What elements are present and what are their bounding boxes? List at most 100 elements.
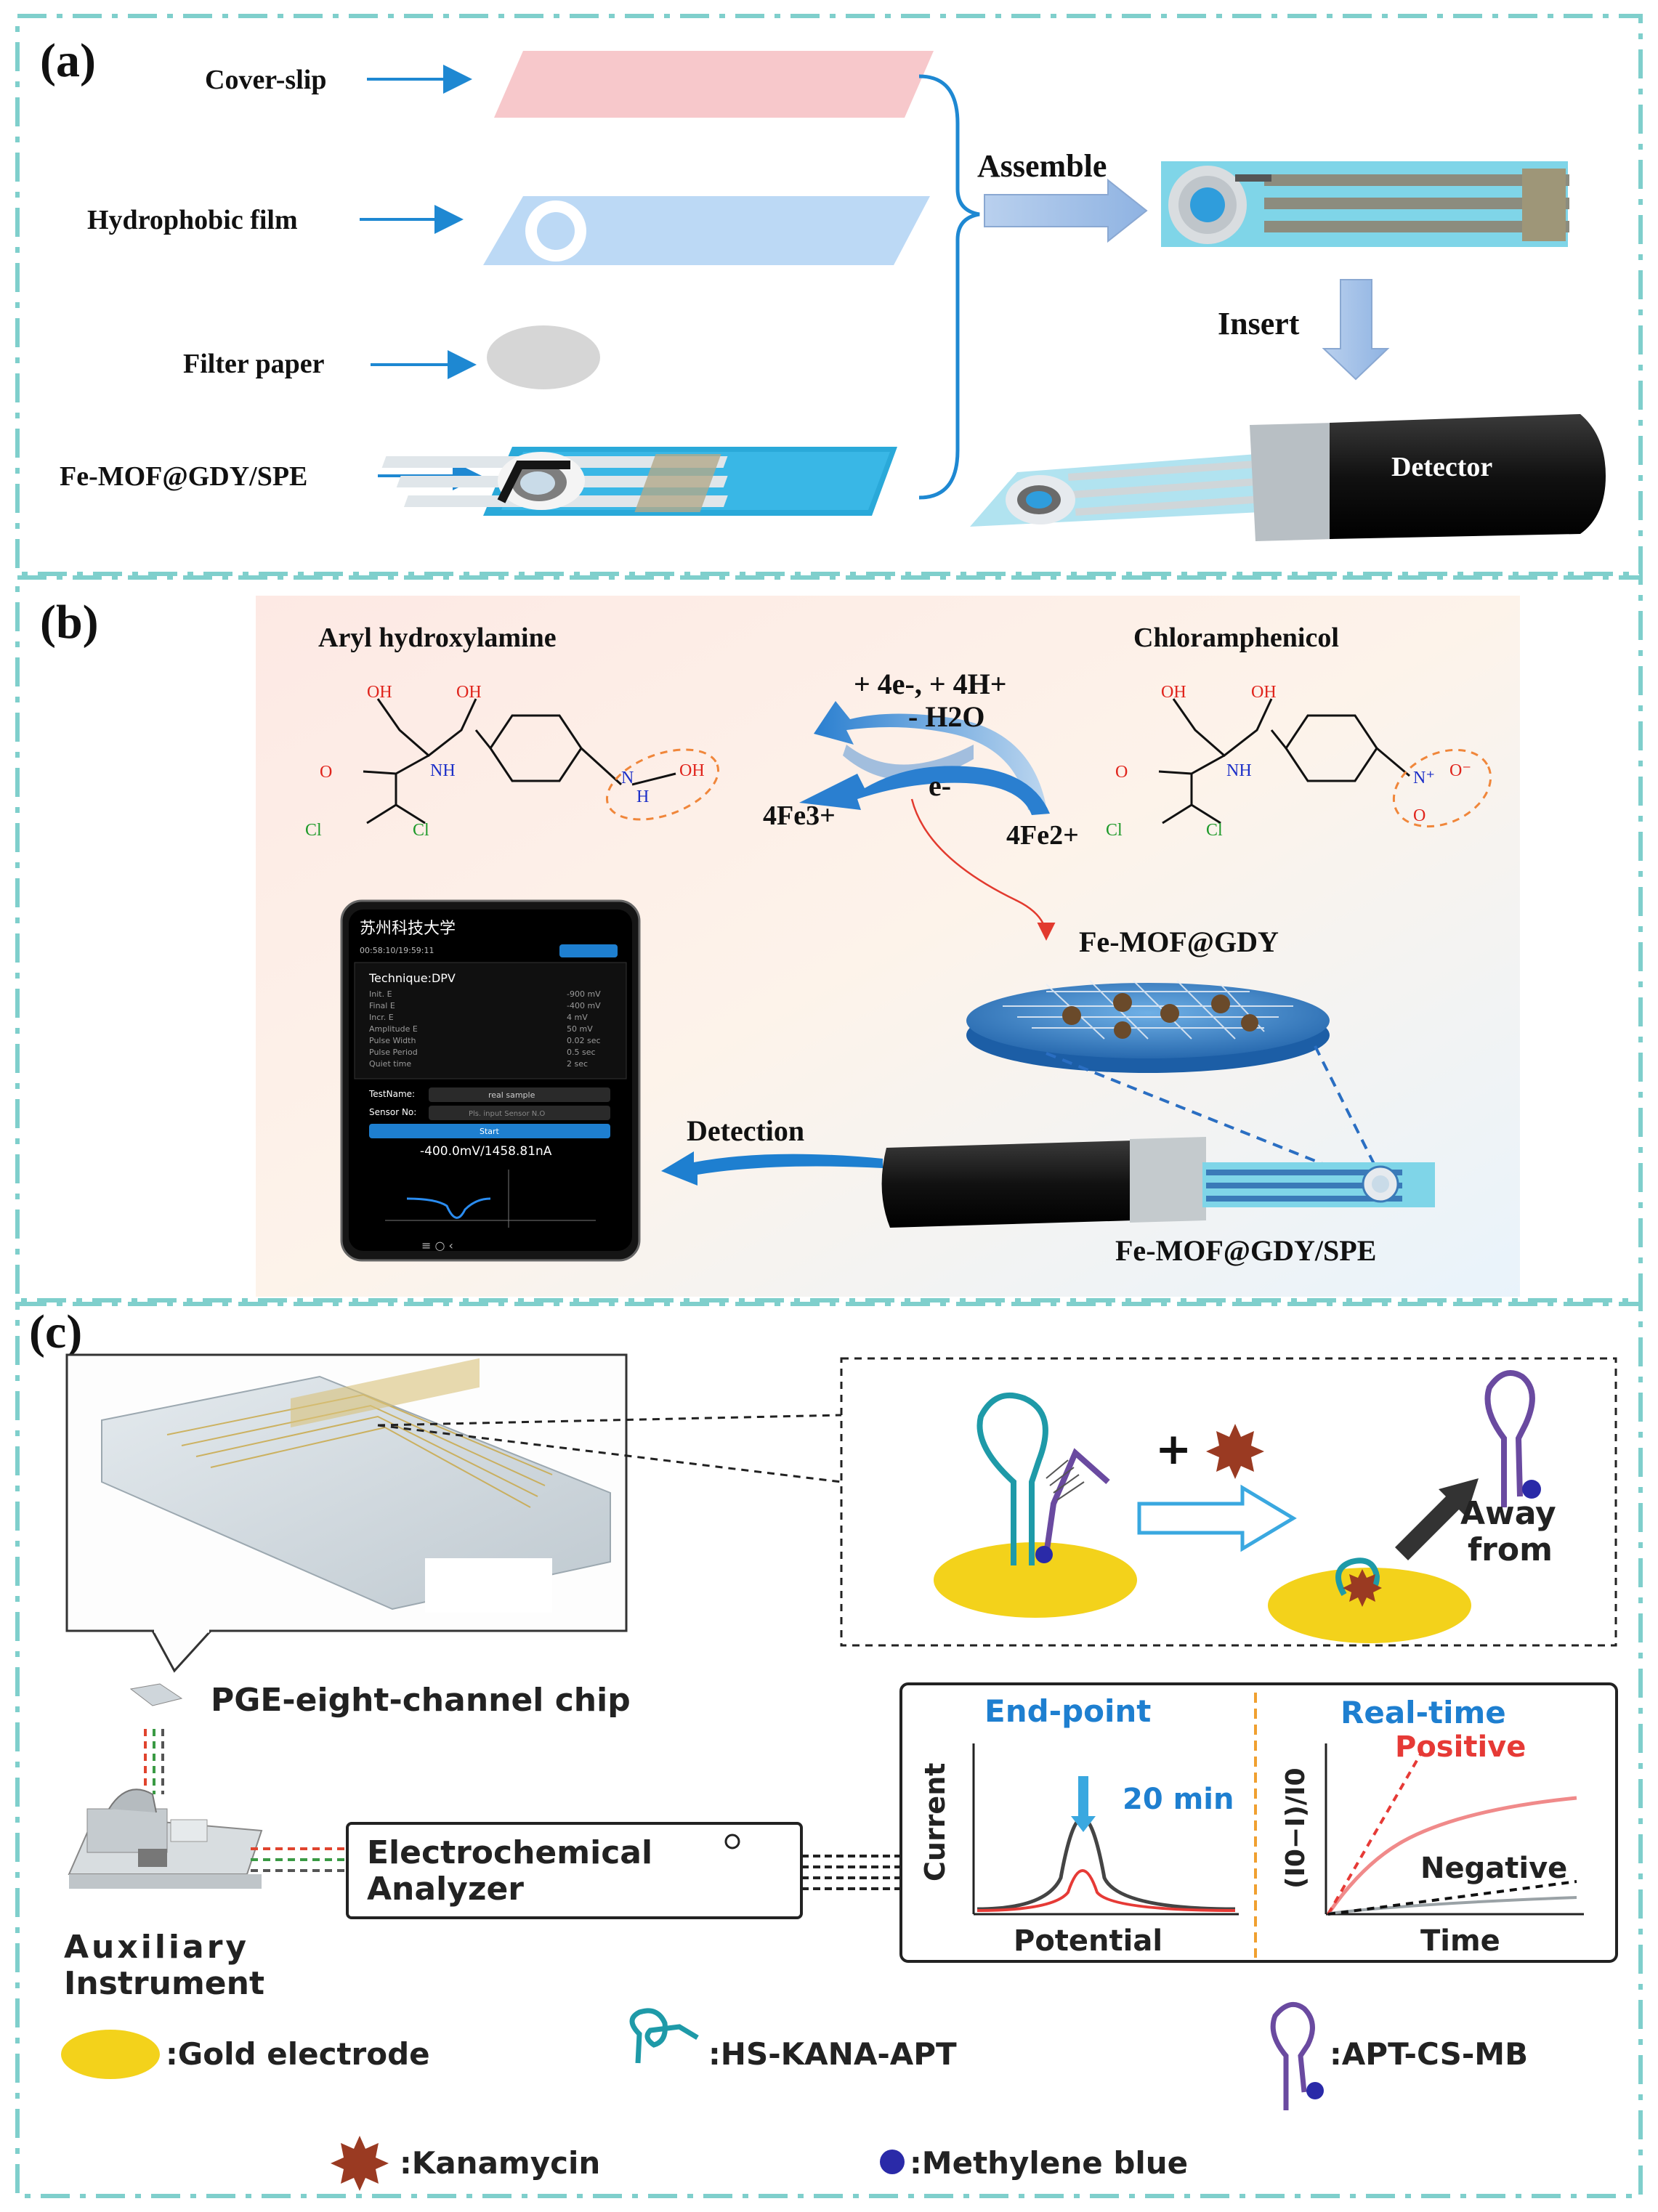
phone-testname-field[interactable] bbox=[429, 1087, 610, 1102]
detector-label: Detector bbox=[1391, 452, 1492, 482]
svg-text:Amplitude E: Amplitude E bbox=[369, 1024, 418, 1034]
label-fe-mof-spe: Fe-MOF@GDY/SPE bbox=[60, 461, 307, 492]
svg-text:4 mV: 4 mV bbox=[567, 1013, 588, 1022]
reaction-line-2: - H2O bbox=[908, 700, 985, 733]
svg-text:N: N bbox=[621, 769, 634, 787]
chip-photo bbox=[101, 1375, 611, 1611]
svg-text:Pulse Width: Pulse Width bbox=[369, 1036, 416, 1045]
svg-text:OH: OH bbox=[1161, 683, 1186, 702]
frame-panel-c bbox=[15, 1302, 1643, 2198]
min20-label: 20 min bbox=[1123, 1783, 1234, 1816]
svg-text:Cl: Cl bbox=[1106, 821, 1123, 840]
spe-with-device bbox=[881, 1137, 1435, 1228]
svg-text:-400 mV: -400 mV bbox=[567, 1001, 601, 1010]
phone-reading: -400.0mV/1458.81nA bbox=[420, 1144, 552, 1159]
phone-testname-label: TestName: bbox=[368, 1089, 415, 1099]
aptamer-released bbox=[1484, 1370, 1535, 1507]
aryl-hydroxylamine-structure: OH OH NH O Cl Cl N H OH bbox=[305, 683, 720, 840]
reaction-arrows bbox=[799, 701, 1056, 941]
aux-label-1: Auxiliary bbox=[64, 1929, 249, 1966]
svg-text:OH: OH bbox=[456, 683, 482, 702]
panel-frames bbox=[15, 14, 1643, 2198]
label-cover-slip: Cover-slip bbox=[205, 65, 326, 95]
phone-technique: Technique:DPV bbox=[368, 971, 456, 985]
mechanism-box: + Away from bbox=[840, 1357, 1617, 1647]
chip-wires bbox=[144, 1729, 164, 1794]
fe-mof-gdy-label: Fe-MOF@GDY bbox=[1079, 925, 1279, 958]
phone-school: 苏州科技大学 bbox=[360, 920, 456, 938]
release-arrow bbox=[1395, 1478, 1479, 1560]
electron-label: e- bbox=[929, 769, 951, 802]
svg-text:NH: NH bbox=[1226, 761, 1252, 780]
phone-start-label: Start bbox=[480, 1127, 500, 1136]
zoom-connectors-c bbox=[377, 1414, 842, 1483]
phone-nav-keys: ≡ ○ ‹ bbox=[421, 1239, 453, 1252]
apt-cs-mb-legend-icon bbox=[1270, 2001, 1315, 2110]
analyzer-to-chart-wires bbox=[801, 1855, 901, 1890]
svg-text:Quiet time: Quiet time bbox=[369, 1059, 411, 1069]
hydrophobic-film-shape bbox=[483, 196, 930, 265]
svg-text:Cl: Cl bbox=[413, 821, 429, 840]
panel-a-label: (a) bbox=[40, 34, 96, 87]
positive-tangent bbox=[1327, 1754, 1422, 1915]
insert-arrow bbox=[1322, 279, 1390, 381]
chloramphenicol-title: Chloramphenicol bbox=[1133, 623, 1339, 653]
svg-text:OH: OH bbox=[679, 761, 705, 780]
svg-text:Pulse Period: Pulse Period bbox=[369, 1048, 418, 1057]
aux-to-analyzer-wires bbox=[251, 1847, 347, 1872]
svg-text:-900 mV: -900 mV bbox=[567, 989, 601, 999]
frame-panel-b bbox=[15, 575, 1643, 1303]
svg-text:0.02 sec: 0.02 sec bbox=[567, 1036, 601, 1045]
phone-mini-chart bbox=[385, 1170, 596, 1228]
svg-text:O: O bbox=[1115, 763, 1128, 782]
fe2-label: 4Fe2+ bbox=[1006, 820, 1079, 851]
current-axis-label: Current bbox=[919, 1763, 951, 1881]
assemble-label: Assemble bbox=[977, 148, 1107, 184]
time-axis-label: Time bbox=[1420, 1924, 1500, 1958]
gold-electrode-left bbox=[934, 1542, 1137, 1618]
chip-mini bbox=[129, 1683, 183, 1706]
detection-arrow bbox=[661, 1151, 883, 1186]
panel-a: (a) Cover-slip Hydrophobic film Filter p… bbox=[40, 34, 1606, 541]
cover-slip-shape bbox=[494, 51, 934, 118]
positive-curve bbox=[1327, 1796, 1577, 1913]
curved-arrow-lower bbox=[799, 766, 1050, 815]
svg-text:O: O bbox=[1413, 806, 1426, 825]
kanamycin-star-mech bbox=[1206, 1424, 1264, 1479]
phone-testname-value: real sample bbox=[488, 1090, 535, 1100]
phone-sensor-field[interactable] bbox=[429, 1106, 610, 1120]
analyzer-label-1: Electrochemical bbox=[367, 1834, 652, 1871]
phone-connect-button[interactable] bbox=[559, 944, 618, 957]
analyzer-label-2: Analyzer bbox=[367, 1871, 524, 1908]
svg-text:Cl: Cl bbox=[305, 821, 322, 840]
assembly-brace bbox=[918, 74, 980, 500]
svg-text:O⁻: O⁻ bbox=[1449, 761, 1471, 780]
frame-panel-a bbox=[15, 14, 1643, 576]
phone-start-button[interactable] bbox=[369, 1124, 610, 1138]
electron-arrow bbox=[910, 798, 1056, 941]
assembled-sensor bbox=[1161, 161, 1569, 247]
reaction-line-1: + 4e-, + 4H+ bbox=[854, 668, 1007, 700]
legend-apt-cs-mb: :APT-CS-MB bbox=[1330, 2036, 1528, 2072]
panel-c-label: (c) bbox=[29, 1305, 82, 1358]
endpoint-chart: 20 min Current Potential bbox=[919, 1743, 1239, 1958]
svg-text:2 sec: 2 sec bbox=[567, 1059, 588, 1069]
negative-label: Negative bbox=[1420, 1852, 1567, 1885]
peak-after bbox=[976, 1869, 1236, 1912]
assemble-arrow bbox=[984, 178, 1148, 243]
negative-tangent bbox=[1327, 1880, 1577, 1916]
auxiliary-instrument bbox=[68, 1788, 263, 1889]
hs-kana-apt-legend-icon bbox=[629, 2008, 699, 2064]
phone-sensor-label: Sensor No: bbox=[369, 1107, 416, 1117]
panel-c: (c) PGE-eight-channel chip bbox=[29, 1305, 1618, 2191]
aptamer-bound-left bbox=[976, 1393, 1048, 1565]
endpoint-title: End-point bbox=[984, 1693, 1151, 1729]
realtime-title: Real-time bbox=[1340, 1695, 1506, 1730]
legend: :Gold electrode :HS-KANA-APT :APT-CS-MB … bbox=[61, 2001, 1528, 2191]
gold-electrode-right bbox=[1268, 1568, 1471, 1643]
negative-curve bbox=[1329, 1896, 1577, 1915]
label-hydrophobic-film: Hydrophobic film bbox=[87, 205, 298, 235]
fe3-label: 4Fe3+ bbox=[763, 801, 836, 831]
svg-text:N⁺: N⁺ bbox=[1413, 769, 1435, 787]
